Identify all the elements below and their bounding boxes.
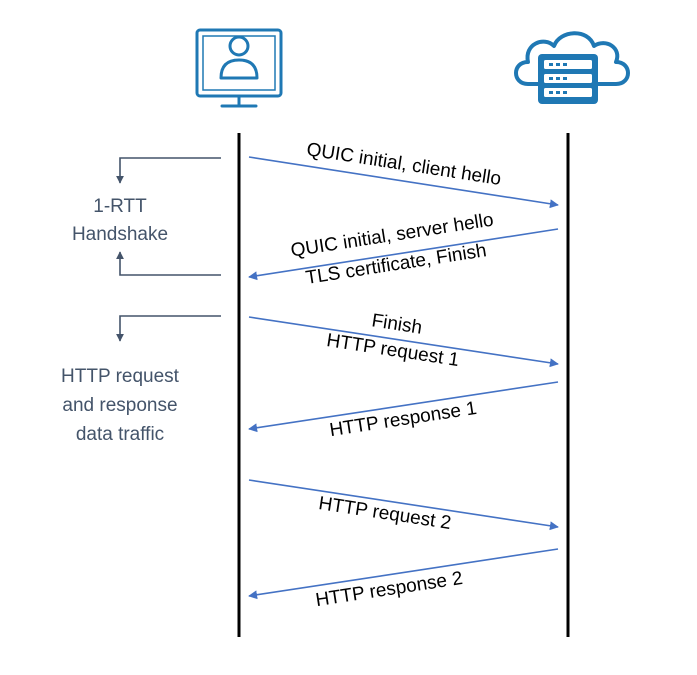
message-arrow (248, 316, 559, 368)
handshake-bracket: 1-RTT Handshake (72, 157, 221, 276)
message-5: HTTP request 2 (248, 479, 559, 534)
message-label: QUIC initial, client hello (305, 139, 502, 190)
bracket-arrow-up (116, 251, 221, 276)
data-traffic-label: and response (62, 395, 177, 416)
desktop-user-icon (195, 28, 283, 108)
bracket-arrow-down (116, 315, 221, 342)
message-label: HTTP request 1 (325, 330, 460, 371)
message-arrow (248, 381, 559, 433)
bracket-arrow-down (116, 157, 221, 184)
message-label: HTTP response 1 (328, 398, 478, 441)
message-label: HTTP request 2 (317, 493, 452, 534)
message-arrow (248, 479, 559, 531)
cloud-server-icon (514, 31, 630, 104)
data-traffic-label: data traffic (76, 424, 164, 445)
message-3: Finish HTTP request 1 (248, 310, 559, 371)
message-1: QUIC initial, client hello (248, 139, 559, 209)
message-arrow (248, 548, 559, 600)
message-label: Finish (370, 310, 423, 338)
data-traffic-bracket: HTTP request and response data traffic (61, 315, 221, 445)
handshake-label: Handshake (72, 224, 168, 245)
message-arrow (248, 156, 559, 209)
handshake-label: 1-RTT (93, 196, 147, 217)
message-6: HTTP response 2 (248, 548, 559, 611)
data-traffic-label: HTTP request (61, 366, 180, 387)
message-2: QUIC initial, server hello TLS certifica… (248, 210, 559, 289)
message-arrow (248, 228, 559, 281)
message-4: HTTP response 1 (248, 381, 559, 441)
